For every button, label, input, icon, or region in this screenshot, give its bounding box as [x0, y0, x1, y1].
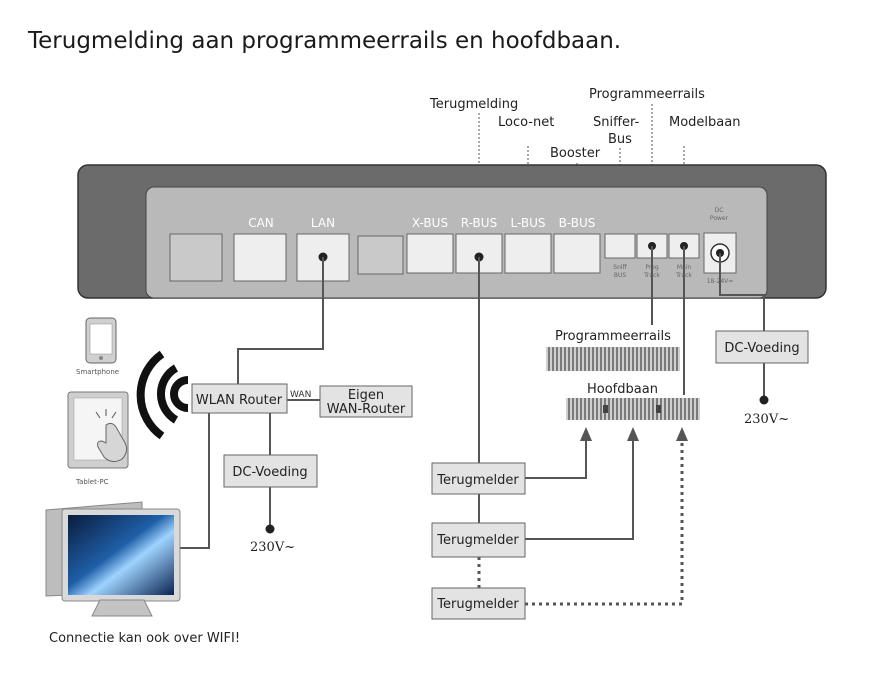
label-programmeerrails-top: Programmeerrails — [589, 87, 705, 102]
terugmelder-box-1 — [431, 462, 526, 495]
eigen-wan-router-label-2: WAN-Router — [327, 402, 406, 417]
terugmelder-label-1: Terugmelder — [436, 473, 519, 488]
tablet-label: Tablet-PC — [75, 478, 109, 486]
wlan-router-box — [191, 383, 288, 414]
wan-label: WAN — [290, 390, 311, 400]
terugmelder-label-3: Terugmelder — [436, 597, 519, 612]
dc-voeding-right-label: DC-Voeding — [724, 341, 799, 356]
terugmelder-label-2: Terugmelder — [436, 533, 519, 548]
port-label-dc-2: Power — [710, 215, 729, 222]
smartphone-icon — [85, 317, 117, 364]
tablet-icon — [67, 391, 129, 469]
label-booster: Booster — [550, 146, 601, 161]
track-joints — [603, 405, 661, 413]
port-label-sniff-1: Sniff — [613, 264, 627, 271]
dashed-wires — [477, 440, 684, 606]
port-label-dc-1: DC — [715, 207, 724, 214]
label-sniffer-2: Bus — [608, 132, 632, 147]
port-label-xbus: X-BUS — [412, 216, 448, 230]
smartphone-label: Smartphone — [76, 368, 119, 376]
programmeerrails-track — [546, 347, 680, 371]
port-blank-1 — [169, 233, 223, 282]
mains-right-label: 230V~ — [744, 412, 789, 427]
dc-voeding-left-box — [223, 454, 318, 488]
connectie-text: Connectie kan ook over WIFI! — [49, 631, 240, 646]
mains-left-label: 230V~ — [250, 540, 295, 555]
eigen-wan-router-box — [319, 385, 413, 418]
label-sniffer-1: Sniffer- — [593, 115, 640, 130]
hoofdbaan-track — [566, 398, 700, 420]
terugmelder-box-3 — [431, 587, 526, 620]
page-title: Terugmelding aan programmeerrails en hoo… — [28, 28, 622, 54]
port-sniff — [604, 233, 636, 259]
dc-voeding-right-box — [715, 330, 809, 364]
track-label-hoofdbaan: Hoofdbaan — [587, 382, 658, 397]
port-lbus — [504, 233, 552, 274]
port-label-can: CAN — [248, 216, 274, 230]
mains-dot-right — [759, 395, 769, 405]
dc-voeding-left-label: DC-Voeding — [232, 465, 307, 480]
port-blank-2 — [357, 235, 404, 275]
port-can — [233, 233, 287, 282]
mains-dot-left — [265, 524, 275, 534]
arrows — [580, 427, 688, 441]
port-label-lan: LAN — [311, 216, 335, 230]
eigen-wan-router-label-1: Eigen — [348, 388, 384, 403]
wifi-icon — [136, 350, 189, 440]
label-loconet: Loco-net — [498, 115, 554, 130]
port-label-bbus: B-BUS — [559, 216, 596, 230]
port-bbus — [553, 233, 601, 274]
port-label-sniff-2: BUS — [614, 272, 627, 279]
wlan-router-label: WLAN Router — [196, 393, 283, 408]
port-label-lbus: L-BUS — [510, 216, 545, 230]
track-label-programmeerrails: Programmeerrails — [555, 329, 671, 344]
port-xbus — [406, 233, 454, 274]
terugmelder-box-2 — [431, 522, 526, 558]
label-terugmelding: Terugmelding — [429, 97, 518, 112]
wires — [178, 246, 765, 549]
port-label-rbus: R-BUS — [461, 216, 497, 230]
computer-monitor-icon — [45, 501, 181, 617]
label-modelbaan: Modelbaan — [669, 115, 740, 130]
